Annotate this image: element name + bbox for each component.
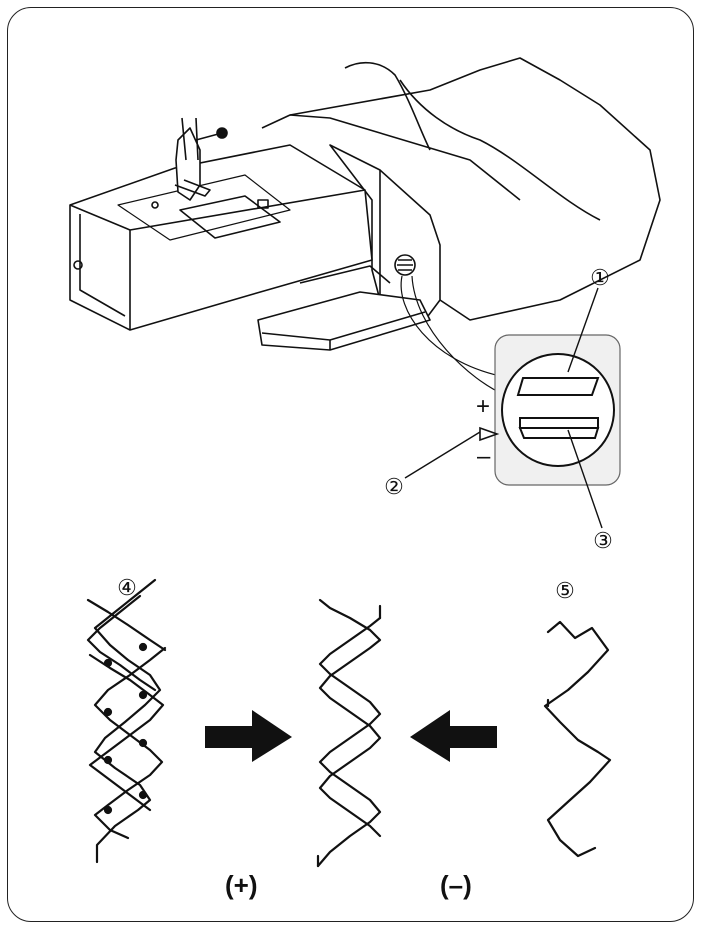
index-triangle-icon bbox=[479, 426, 500, 442]
callout-5: ⑤ bbox=[555, 578, 575, 603]
arrow-left-icon bbox=[410, 710, 497, 762]
callout-2: ② bbox=[384, 474, 404, 499]
page-frame bbox=[7, 7, 694, 922]
sewing-machine-illustration bbox=[69, 57, 661, 396]
arrow-right-icon bbox=[205, 710, 292, 762]
callout-4: ④ bbox=[117, 575, 137, 600]
callout-3: ③ bbox=[593, 528, 613, 553]
label-plus: (+) bbox=[225, 870, 258, 900]
dial-minus-mark: – bbox=[477, 443, 491, 470]
stitch-pattern-icon bbox=[316, 598, 382, 868]
stitch-pattern-icon bbox=[543, 620, 612, 858]
adjustment-dial-icon bbox=[404, 287, 621, 529]
stitch-pattern-icon bbox=[86, 578, 167, 864]
callout-1: ① bbox=[590, 265, 610, 290]
dial-plus-mark: + bbox=[476, 393, 491, 420]
label-minus: (–) bbox=[440, 870, 472, 900]
